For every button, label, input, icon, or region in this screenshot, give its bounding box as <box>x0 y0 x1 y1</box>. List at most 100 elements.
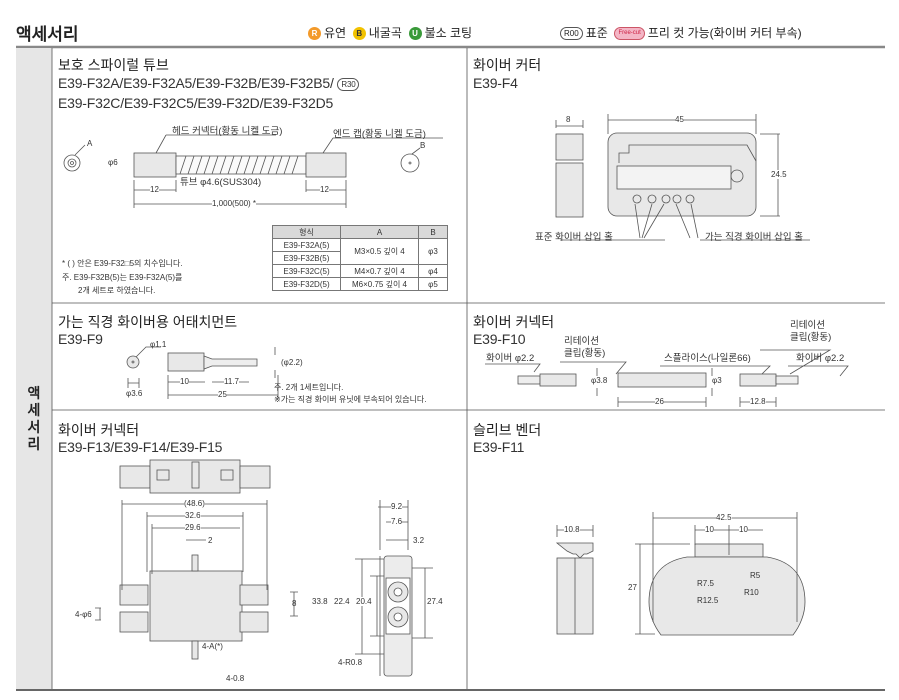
callout-line: 클립(황동) <box>564 348 606 359</box>
dim-label: R5 <box>750 571 761 580</box>
dim-label: 12 <box>150 185 159 194</box>
dim-label: 10 <box>180 377 189 386</box>
section-title: 화이버 커넥터 <box>473 314 555 330</box>
side-band <box>16 48 52 689</box>
dim-label: 9.2 <box>391 502 403 511</box>
page-title: 액세서리 <box>16 25 79 44</box>
dim-label: (48.6) <box>184 499 205 508</box>
dim-label: R10 <box>744 588 759 597</box>
cell: M4×0.7 깊이 4 <box>340 264 419 278</box>
dim-label: φ6 <box>108 158 118 167</box>
dim-label: 42.5 <box>716 513 732 522</box>
cell: E39-F32D(5) <box>272 277 341 291</box>
callout: 헤드 커넥터(황동 니켈 도금) <box>172 126 283 137</box>
legend-bend: 내굴곡 <box>368 26 402 40</box>
callout: 엔드 캡(황동 니켈 도금) <box>333 129 426 140</box>
model-list: E39-F32A/E39-F32A5/E39-F32B/E39-F32B5/ R… <box>58 75 362 91</box>
side-char: 액 <box>27 385 41 401</box>
model: E39-F9 <box>58 331 103 347</box>
dim-label: 10 <box>705 525 714 534</box>
callout: 스플라이스(나일론66) <box>664 353 751 364</box>
callout: 화이버 φ2.2 <box>486 353 535 364</box>
cell: E39-F32C(5) <box>272 264 341 278</box>
cell: φ5 <box>418 277 448 291</box>
note: 주. E39-F32B(5)는 E39-F32A(5)를 <box>62 273 183 282</box>
dim-label: 22.4 <box>334 597 350 606</box>
dim-label: 1,000(500) * <box>212 199 257 208</box>
cell: E39-F32A(5) <box>272 238 341 252</box>
side-char: 세 <box>27 402 41 418</box>
freecut-badge-icon: Free-cut <box>614 27 645 41</box>
note: 주. 2개 1세트입니다. <box>274 383 344 392</box>
dim-label: 10 <box>739 525 748 534</box>
spiral-tube-drawing <box>63 134 443 208</box>
dim-label: φ1.1 <box>150 340 167 349</box>
cell: φ3 <box>418 238 448 265</box>
dim-label: 8 <box>566 115 571 124</box>
dim-label: 27 <box>628 583 637 592</box>
model: E39-F4 <box>473 75 518 91</box>
dim-label: 3.2 <box>413 536 425 545</box>
fiber-connector-f10-drawing <box>485 349 849 407</box>
standard-badge-icon: R00 <box>560 27 583 41</box>
section-title: 화이버 커넥터 <box>58 422 140 438</box>
fiber-connector-f13-drawing <box>95 459 433 677</box>
dim-label: 45 <box>675 115 684 124</box>
dim-label: 4-R0.8 <box>338 658 363 667</box>
cell: φ4 <box>418 264 448 278</box>
callout: 튜브 φ4.6(SUS304) <box>180 177 262 188</box>
dim-label: R7.5 <box>697 579 714 588</box>
dim-label: (φ2.2) <box>281 358 303 367</box>
side-char: 리 <box>27 436 41 452</box>
legend-freecut: 프리 컷 가능(화이버 커터 부속) <box>647 26 802 40</box>
callout: 화이버 φ2.2 <box>796 353 845 364</box>
callout: 가는 직경 화이버 삽입 홀 <box>705 232 803 243</box>
dim-label: 26 <box>655 397 664 406</box>
section-title: 보호 스파이럴 튜브 <box>58 57 169 73</box>
callout-line: 리테이션 <box>790 320 825 331</box>
col-header: B <box>418 225 448 239</box>
legend-flexible: 유연 <box>324 26 347 40</box>
cell: M6×0.75 깊이 4 <box>340 277 419 291</box>
cell: M3×0.5 깊이 4 <box>340 238 419 265</box>
fluorine-badge-icon: U <box>408 27 422 41</box>
section-title: 슬리브 벤더 <box>473 422 542 438</box>
dim-label: 32.6 <box>185 511 201 520</box>
section-title: 가는 직경 화이버용 어태치먼트 <box>58 314 238 330</box>
note: ※가는 직경 화이버 유닛에 부속되어 있습니다. <box>274 395 427 404</box>
dim-label: 20.4 <box>356 597 372 606</box>
col-header: 형식 <box>272 225 341 239</box>
model-text: E39-F32A/E39-F32A5/E39-F32B/E39-F32B5/ <box>58 75 334 91</box>
dim-label: 29.6 <box>185 523 201 532</box>
callout: 표준 화이버 삽입 홀 <box>535 232 613 243</box>
sleeve-bender-drawing <box>555 512 806 636</box>
dim-label: 27.4 <box>427 597 443 606</box>
dim-label: 12.8 <box>750 397 766 406</box>
dim-label: 24.5 <box>771 170 787 179</box>
cell: E39-F32B(5) <box>272 251 341 265</box>
dim-label: 2 <box>208 536 213 545</box>
dim-label: 33.8 <box>312 597 328 606</box>
callout-line: 리테이션 <box>564 336 599 347</box>
dim-label: φ3 <box>712 376 722 385</box>
bend-resistant-badge-icon: B <box>352 27 366 41</box>
note: 2개 세트로 하였습니다. <box>78 286 156 295</box>
callout-line: 클립(황동) <box>790 332 832 343</box>
dim-label: B <box>420 141 426 150</box>
model: E39-F13/E39-F14/E39-F15 <box>58 439 223 455</box>
col-header: A <box>340 225 419 239</box>
model-list-2: E39-F32C/E39-F32C5/E39-F32D/E39-F32D5 <box>58 95 334 111</box>
dim-label: R12.5 <box>697 596 719 605</box>
flexible-badge-icon: R <box>308 27 321 41</box>
section-title: 화이버 커터 <box>473 57 542 73</box>
